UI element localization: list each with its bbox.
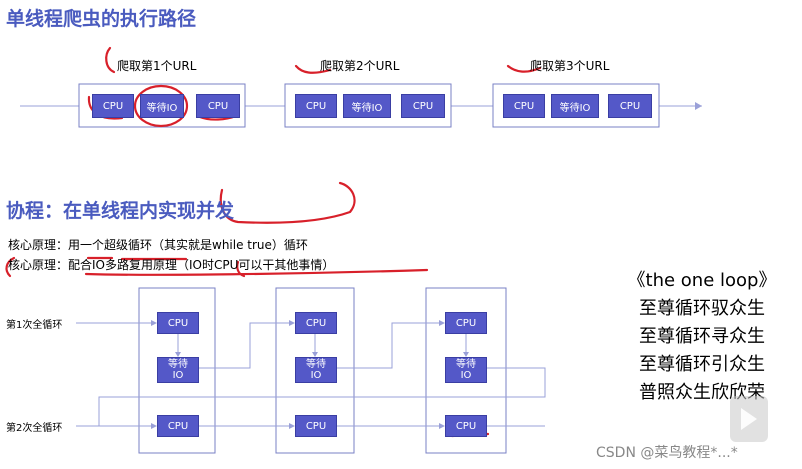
poem-line-4: 至尊循环引众生 xyxy=(639,354,765,375)
poem-line-1: 《the one loop》 xyxy=(627,270,777,291)
watermark: CSDN @菜鸟教程*...* xyxy=(596,445,738,461)
section2-title: 协程：在单线程内实现并发 xyxy=(6,200,235,222)
col2-wait-line1: 等待 xyxy=(306,359,326,370)
block1-cpu-2: CPU xyxy=(196,94,240,118)
col1-wait-line2: IO xyxy=(172,370,184,381)
fetch-label-3: 爬取第3个URL xyxy=(530,59,610,73)
col1-cpu-bottom: CPU xyxy=(157,415,199,437)
play-icon[interactable] xyxy=(730,396,768,442)
block3-cpu-2: CPU xyxy=(608,94,652,118)
col2-wait-io: 等待 IO xyxy=(295,357,337,383)
fetch-label-1: 爬取第1个URL xyxy=(117,59,197,73)
principle-2: 核心原理：配合IO多路复用原理（IO时CPU可以干其他事情） xyxy=(8,258,335,272)
col2-cpu-top: CPU xyxy=(295,312,337,334)
block2-cpu-2: CPU xyxy=(401,94,445,118)
block2-cpu-1: CPU xyxy=(295,94,337,118)
block3-cpu-1: CPU xyxy=(503,94,545,118)
col1-cpu-top: CPU xyxy=(157,312,199,334)
col3-cpu-bottom: CPU xyxy=(445,415,487,437)
poem: 《the one loop》 至尊循环驭众生 至尊循环寻众生 至尊循环引众生 普… xyxy=(604,266,800,406)
col2-cpu-bottom: CPU xyxy=(295,415,337,437)
block3-wait-io: 等待IO xyxy=(551,94,599,118)
section1-title: 单线程爬虫的执行路径 xyxy=(6,8,197,30)
col3-cpu-top: CPU xyxy=(445,312,487,334)
col2-wait-line2: IO xyxy=(310,370,322,381)
poem-line-3: 至尊循环寻众生 xyxy=(639,326,765,347)
poem-line-2: 至尊循环驭众生 xyxy=(639,298,765,319)
loop1-label: 第1次全循环 xyxy=(6,320,63,331)
fetch-label-2: 爬取第2个URL xyxy=(320,59,400,73)
principle-1: 核心原理：用一个超级循环（其实就是while true）循环 xyxy=(8,238,308,252)
col3-wait-line1: 等待 xyxy=(456,359,476,370)
col3-wait-line2: IO xyxy=(460,370,472,381)
block1-wait-io: 等待IO xyxy=(140,94,184,118)
block2-wait-io: 等待IO xyxy=(343,94,391,118)
col1-wait-line1: 等待 xyxy=(168,359,188,370)
loop2-label: 第2次全循环 xyxy=(6,423,63,434)
col1-wait-io: 等待 IO xyxy=(157,357,199,383)
poem-line-5: 普照众生欣欣荣 xyxy=(639,382,765,403)
col3-wait-io: 等待 IO xyxy=(445,357,487,383)
block1-cpu-1: CPU xyxy=(92,94,134,118)
